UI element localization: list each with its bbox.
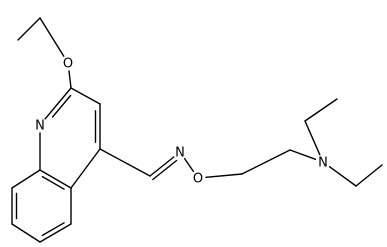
bond-layer — [11, 17, 383, 243]
bond-second-ch_imine-n_oxime — [152, 159, 178, 181]
bond-n_oxime-o_oxime — [183, 157, 195, 173]
bond-c4-ch_imine — [99, 148, 151, 177]
bond-inner-c2-n1 — [51, 94, 72, 118]
bond-inner-c4a-c8a — [41, 175, 65, 190]
bond-chain_c2-n_amine — [289, 149, 317, 161]
bond-ethoxy_ch3-ethoxy_ch2 — [17, 17, 41, 41]
bond-n_amine-et1_ch2 — [304, 120, 321, 156]
bond-c4-c4a — [70, 148, 101, 189]
atom-label-n1: N — [35, 119, 45, 134]
bond-n_amine-et2_ch2 — [328, 165, 357, 187]
atom-label-n_oxime: N — [175, 146, 185, 161]
bond-c6-c5 — [39, 223, 72, 243]
bond-chain_c1-chain_c2 — [241, 149, 291, 175]
bond-c8a-c8 — [11, 169, 41, 189]
atom-label-n_amine: N — [318, 156, 328, 171]
bond-c2-n1 — [44, 87, 72, 120]
bond-ch_imine-n_oxime — [149, 156, 175, 177]
bond-et1_ch2-et1_ch3 — [304, 98, 338, 122]
bond-c7-c6 — [11, 223, 41, 243]
bond-o_oxime-chain_c1 — [205, 173, 243, 179]
bond-inner-c6-c5 — [41, 222, 65, 237]
atom-label-o_oxime: O — [193, 172, 203, 187]
bond-ethoxy_ch2-ethoxy_o — [39, 17, 65, 57]
atom-label-ethoxy_o: O — [63, 57, 73, 72]
bond-c4a-c8a — [39, 169, 72, 189]
bond-ethoxy_o-c2 — [68, 70, 72, 89]
bond-c2-c3 — [70, 87, 101, 105]
bond-et2_ch2-et2_ch3 — [355, 164, 383, 187]
